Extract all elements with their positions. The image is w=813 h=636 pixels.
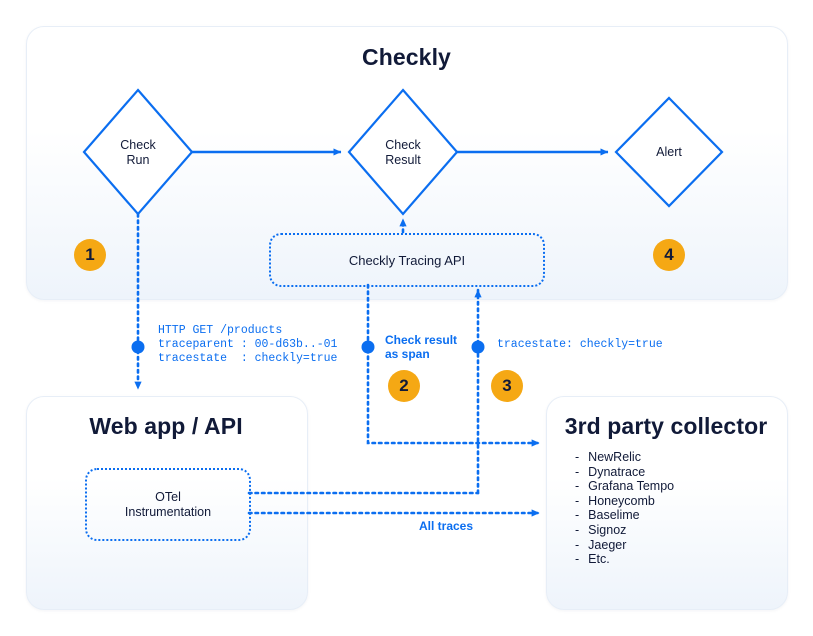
annotation-check-result-as-span: Check result as span: [385, 333, 458, 361]
list-item-label: Jaeger: [588, 537, 627, 552]
node-alert: [614, 96, 724, 208]
list-item: -NewRelic: [575, 450, 775, 465]
list-item: -Jaeger: [575, 538, 775, 553]
otel-line1: OTel: [155, 489, 181, 504]
flow-dot-1: [131, 340, 145, 354]
node-checkly-tracing-api: Checkly Tracing API: [269, 233, 545, 287]
list-bullet: -: [575, 464, 580, 479]
step-badge-2: 2: [388, 370, 420, 402]
flow-dot-3: [471, 340, 485, 354]
check-result-line1: Check: [385, 138, 421, 152]
list-bullet: -: [575, 450, 580, 464]
node-label-alert: Alert: [609, 145, 729, 160]
list-item: -Baselime: [575, 508, 775, 523]
list-bullet: -: [575, 479, 580, 494]
node-check-result: [347, 88, 459, 216]
list-item-label: Grafana Tempo: [588, 479, 675, 494]
list-item-label: Etc.: [588, 552, 610, 567]
list-bullet: -: [575, 493, 580, 508]
annotation-http-request: HTTP GET /products traceparent : 00-d63b…: [158, 324, 338, 365]
panel-title-collector: 3rd party collector: [564, 413, 768, 439]
list-item: -Grafana Tempo: [575, 479, 775, 494]
list-item: -Signoz: [575, 523, 775, 538]
list-item: -Etc.: [575, 552, 775, 567]
list-item: -Dynatrace: [575, 465, 775, 480]
annotation-all-traces: All traces: [419, 519, 474, 533]
node-label-check-result: Check Result: [343, 138, 463, 167]
list-item-label: Signoz: [588, 522, 627, 537]
check-run-line2: Run: [126, 152, 150, 167]
panel-webapp: [26, 396, 308, 610]
check-run-line1: Check: [120, 138, 156, 152]
alert-line1: Alert: [656, 145, 682, 159]
tracing-api-label: Checkly Tracing API: [348, 252, 466, 268]
panel-title-webapp: Web app / API: [89, 413, 243, 439]
annotation-tracestate: tracestate: checkly=true: [497, 338, 663, 351]
list-item: -Honeycomb: [575, 494, 775, 509]
list-bullet: -: [575, 537, 580, 552]
list-bullet: -: [575, 522, 580, 537]
list-bullet: -: [575, 552, 580, 567]
node-otel-instrumentation: OTel Instrumentation: [85, 468, 251, 541]
check-result-line2: Result: [385, 152, 421, 167]
flow-dot-2: [361, 340, 375, 354]
list-bullet: -: [575, 508, 580, 523]
step-badge-1: 1: [74, 239, 106, 271]
panel-collector: [546, 396, 788, 610]
step-badge-4: 4: [653, 239, 685, 271]
collector-list: -NewRelic-Dynatrace-Grafana Tempo-Honeyc…: [575, 450, 775, 567]
node-label-check-run: Check Run: [78, 138, 198, 167]
list-item-label: Honeycomb: [588, 493, 655, 508]
list-item-label: NewRelic: [588, 450, 641, 464]
flow-checkresult-span: [366, 283, 541, 447]
list-item-label: Baselime: [588, 508, 640, 523]
step-badge-3: 3: [491, 370, 523, 402]
list-item-label: Dynatrace: [588, 464, 646, 479]
panel-title-checkly: Checkly: [362, 44, 451, 70]
otel-label: OTel Instrumentation: [125, 490, 211, 520]
otel-line2: Instrumentation: [124, 504, 212, 519]
